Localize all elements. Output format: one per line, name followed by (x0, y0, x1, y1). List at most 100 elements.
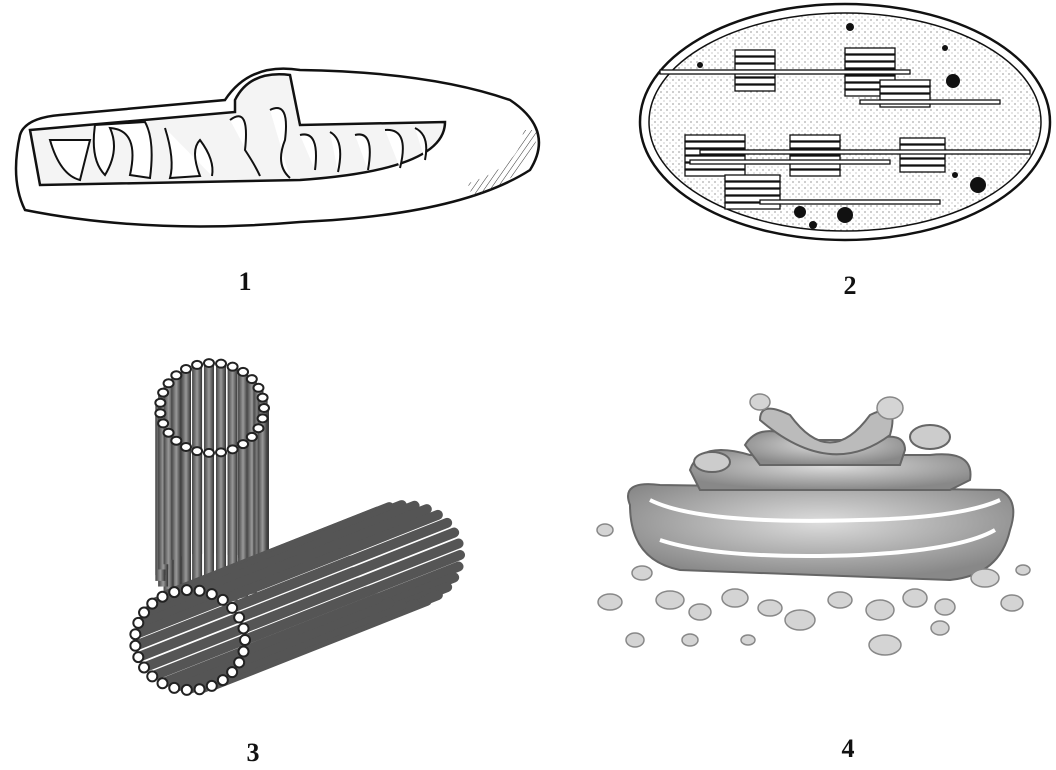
thylakoid (879, 79, 931, 87)
microtubule (181, 369, 191, 557)
microtubule (227, 366, 238, 556)
thylakoid (724, 202, 781, 210)
vesicle (827, 591, 853, 609)
stroma-lamella (689, 159, 891, 165)
microtubule-end (129, 639, 142, 652)
microtubule (246, 379, 257, 562)
vesicle (749, 393, 771, 411)
thylakoid (844, 47, 896, 55)
microtubule-end (180, 441, 192, 452)
centrioles-illustration (129, 358, 465, 696)
thylakoid (734, 63, 776, 71)
thylakoid (684, 169, 746, 177)
microtubule (238, 371, 249, 558)
microtubule (234, 527, 460, 623)
mitochondrion-illustration (14, 67, 541, 228)
vesicle (1015, 564, 1031, 576)
vesicle (597, 593, 623, 611)
microtubule-end (157, 387, 170, 398)
vesicle (688, 603, 712, 621)
microtubule (194, 500, 420, 596)
microtubule-end (202, 358, 215, 369)
microtubule-end (154, 408, 167, 419)
microtubule-end (252, 382, 265, 393)
microtubule (169, 597, 395, 693)
vesicle (757, 599, 783, 617)
stroma-lamella (859, 99, 1001, 105)
microtubule (238, 538, 464, 634)
microtubule-end (138, 661, 151, 674)
microtubule-end (180, 364, 192, 375)
microtubule-end (256, 413, 269, 424)
microtubule (203, 363, 214, 554)
microtubule (257, 397, 268, 573)
thylakoid (734, 84, 776, 92)
microtubule-end (180, 683, 193, 696)
thylakoid (899, 137, 946, 145)
chloroplast-illustration (638, 2, 1052, 242)
thylakoid (879, 86, 931, 94)
microtubule-end (162, 427, 175, 438)
vesicle (930, 620, 950, 636)
microtubule-end (138, 606, 151, 619)
microtubule-end (156, 590, 169, 603)
vesicle (876, 396, 904, 420)
vesicle (596, 523, 614, 537)
microtubule-end (205, 588, 218, 601)
thylakoid (684, 141, 746, 149)
microtubule (171, 375, 182, 560)
microtubule-end (239, 634, 251, 646)
figure-label-1: 1 (238, 267, 252, 296)
microtubule (163, 383, 174, 565)
thylakoid (844, 75, 896, 83)
thylakoid (789, 141, 841, 149)
microtubule-end (216, 674, 229, 687)
microtubule-end (216, 593, 229, 606)
microtubule-end (132, 651, 145, 664)
microtubule-end (226, 361, 239, 372)
vesicle (655, 590, 685, 610)
microtubule-end (258, 403, 270, 413)
thylakoid (899, 165, 946, 173)
microtubule (181, 500, 407, 596)
thylakoid (844, 61, 896, 69)
figure-label-4: 4 (841, 734, 855, 763)
thylakoid (734, 49, 776, 57)
microtubule-end (252, 423, 265, 434)
microtubule-end (146, 670, 159, 683)
microtubule-end (226, 666, 239, 679)
stroma-lamella (699, 149, 1031, 155)
microtubule-end (205, 679, 218, 692)
microtubule-end (226, 601, 239, 614)
microtubule-end (191, 446, 204, 457)
microtubule-end (237, 439, 250, 450)
thylakoid (724, 181, 781, 189)
thylakoid (734, 77, 776, 85)
figure-label-3: 3 (246, 738, 260, 767)
vesicle (740, 634, 756, 646)
microtubule-end (168, 586, 181, 599)
microtubule (206, 504, 432, 600)
microtubule-end (215, 447, 228, 458)
microtubule-end (193, 584, 206, 597)
thylakoid (724, 174, 781, 182)
microtubule-end (146, 597, 159, 610)
microtubule (227, 517, 453, 613)
vesicle (631, 565, 653, 581)
vesicle (902, 588, 928, 608)
microtubule-end (245, 374, 258, 385)
microtubule-end (156, 677, 169, 690)
microtubule-end (129, 628, 142, 641)
microtubule (216, 363, 227, 554)
microtubule-end (256, 392, 269, 403)
thylakoid (844, 54, 896, 62)
vesicle (865, 599, 895, 621)
stroma-lamella (659, 69, 911, 75)
microtubule-end (237, 366, 250, 377)
microtubule-end (157, 418, 170, 429)
microtubule-end (168, 681, 181, 694)
thylakoid (684, 134, 746, 142)
vesicle (721, 588, 749, 608)
microtubule (158, 392, 169, 570)
microtubule (157, 593, 383, 689)
